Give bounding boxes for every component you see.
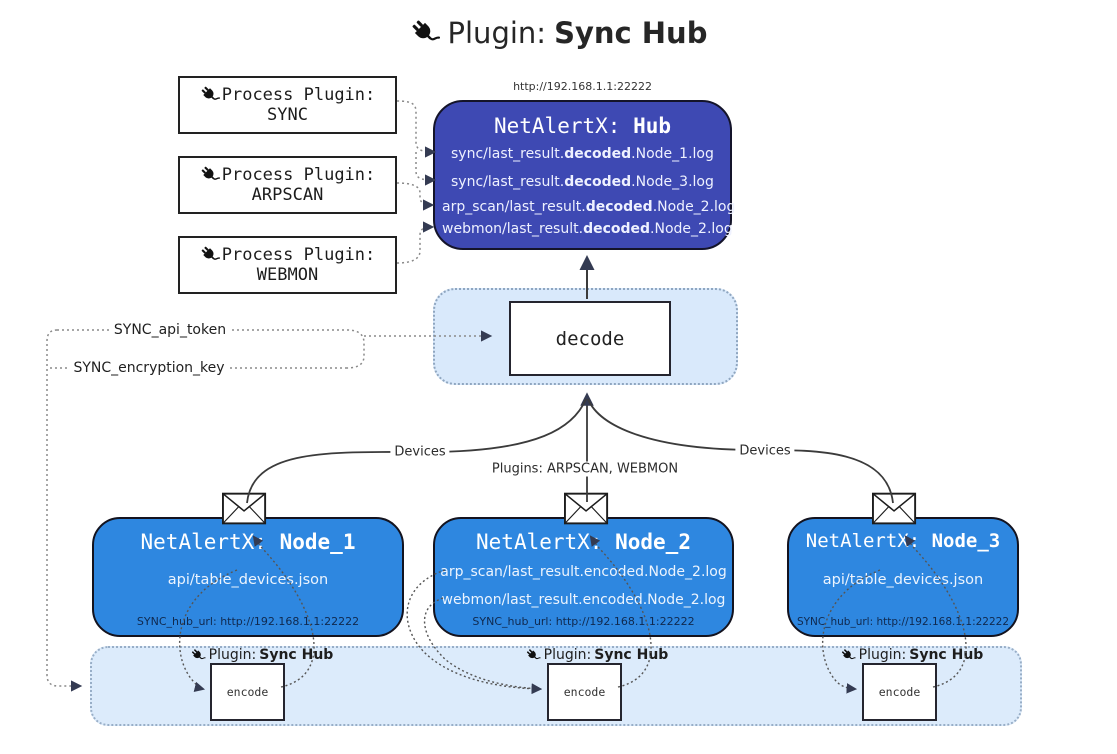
page-title-name: Sync Hub — [554, 16, 708, 50]
encoder-label-prefix: Plugin: — [208, 647, 257, 663]
plug-icon — [191, 648, 206, 663]
plug-icon — [841, 648, 856, 663]
node-file: api/table_devices.json — [167, 572, 329, 588]
encoder-label-name: Sync Hub — [909, 647, 984, 663]
node-title: NetAlertX: Node_3 — [789, 530, 1017, 552]
sync-api-token-label: SYNC_api_token — [109, 322, 231, 338]
log-post: .Node_2.log — [652, 199, 736, 215]
encoder-label-name: Sync Hub — [259, 647, 334, 663]
process-plugin-label: Process Plugin: — [221, 85, 376, 105]
devices-right-label: Devices — [735, 443, 795, 459]
node-title-prefix: NetAlertX: — [140, 530, 267, 554]
plug-icon — [200, 85, 220, 105]
process-plugin-sync: Process Plugin: SYNC — [178, 76, 397, 134]
node-title: NetAlertX: Node_2 — [435, 530, 732, 554]
encoder-label-name: Sync Hub — [594, 647, 669, 663]
hub-log-line: sync/last_result.decoded.Node_3.log — [451, 173, 714, 191]
hub-title-prefix: NetAlertX: — [493, 114, 621, 138]
encoder-label-prefix: Plugin: — [858, 647, 907, 663]
envelope-icon — [564, 492, 610, 526]
encode-box: encode — [210, 663, 285, 721]
node-3-box: NetAlertX: Node_3 api/table_devices.json… — [787, 517, 1019, 637]
sync-encryption-key-label: SYNC_encryption_key — [69, 360, 229, 376]
hub-title-name: Hub — [633, 114, 672, 138]
decode-panel: decode — [433, 288, 738, 385]
log-mid: decoded — [585, 199, 653, 215]
devices-left-label: Devices — [390, 444, 450, 460]
node-title-name: Node_3 — [931, 530, 1001, 552]
hub-log-line: arp_scan/last_result.decoded.Node_2.log — [442, 198, 735, 216]
process-plugin-name: SYNC — [267, 105, 308, 125]
log-mid: decoded — [583, 221, 651, 237]
log-post: .Node_2.log — [650, 221, 733, 237]
node-hub-url: SYNC_hub_url: http://192.168.1.1:22222 — [796, 616, 1010, 628]
plug-icon — [526, 648, 541, 663]
envelope-icon — [222, 492, 268, 526]
node-title-name: Node_1 — [279, 530, 356, 554]
encoder-label: Plugin: Sync Hub — [191, 647, 334, 663]
encoder-label: Plugin: Sync Hub — [526, 647, 669, 663]
page-title: Plugin: Sync Hub — [0, 16, 1117, 50]
log-pre: sync/last_result. — [451, 146, 565, 162]
encode-box: encode — [547, 663, 622, 721]
page-title-prefix: Plugin: — [447, 16, 547, 50]
encoder-label-prefix: Plugin: — [543, 647, 592, 663]
envelope-icon — [872, 492, 918, 526]
log-pre: webmon/last_result. — [442, 221, 584, 237]
node-file: arp_scan/last_result.encoded.Node_2.log — [440, 564, 727, 580]
process-plugin-label: Process Plugin: — [221, 245, 376, 265]
node-2-box: NetAlertX: Node_2 arp_scan/last_result.e… — [433, 517, 734, 637]
plug-icon — [200, 165, 220, 185]
node-hub-url: SYNC_hub_url: http://192.168.1.1:22222 — [472, 615, 695, 628]
node-1-box: NetAlertX: Node_1 api/table_devices.json… — [92, 517, 404, 637]
hub-url-label: http://192.168.1.1:22222 — [513, 80, 652, 93]
plug-icon — [200, 245, 220, 265]
hub-log-line: webmon/last_result.decoded.Node_2.log — [442, 220, 733, 238]
process-plugin-label: Process Plugin: — [221, 165, 376, 185]
log-post: .Node_1.log — [631, 146, 714, 162]
process-plugin-arpscan: Process Plugin: ARPSCAN — [178, 156, 397, 214]
log-mid: decoded — [564, 174, 632, 190]
hub-box: NetAlertX: Hub sync/last_result.decoded.… — [433, 100, 735, 250]
node-file: webmon/last_result.encoded.Node_2.log — [441, 592, 726, 608]
plugins-mid-label: Plugins: ARPSCAN, WEBMON — [487, 461, 683, 477]
node-file: api/table_devices.json — [822, 572, 984, 588]
node-title-prefix: NetAlertX: — [805, 530, 921, 552]
process-plugin-webmon: Process Plugin: WEBMON — [178, 236, 397, 294]
node-title-name: Node_2 — [615, 530, 691, 554]
process-plugin-name: WEBMON — [256, 265, 319, 285]
node-title: NetAlertX: Node_1 — [94, 530, 402, 554]
decode-box: decode — [509, 301, 671, 376]
plug-icon — [410, 18, 440, 48]
log-pre: sync/last_result. — [451, 174, 565, 190]
process-plugin-name: ARPSCAN — [251, 185, 324, 205]
node-title-prefix: NetAlertX: — [476, 530, 603, 554]
log-pre: arp_scan/last_result. — [442, 199, 586, 215]
encoder-label: Plugin: Sync Hub — [841, 647, 984, 663]
log-mid: decoded — [564, 146, 632, 162]
log-post: .Node_3.log — [631, 174, 714, 190]
hub-title: NetAlertX: Hub — [435, 114, 730, 138]
encode-box: encode — [862, 663, 937, 721]
hub-log-line: sync/last_result.decoded.Node_1.log — [451, 145, 714, 163]
node-hub-url: SYNC_hub_url: http://192.168.1.1:22222 — [136, 615, 360, 628]
